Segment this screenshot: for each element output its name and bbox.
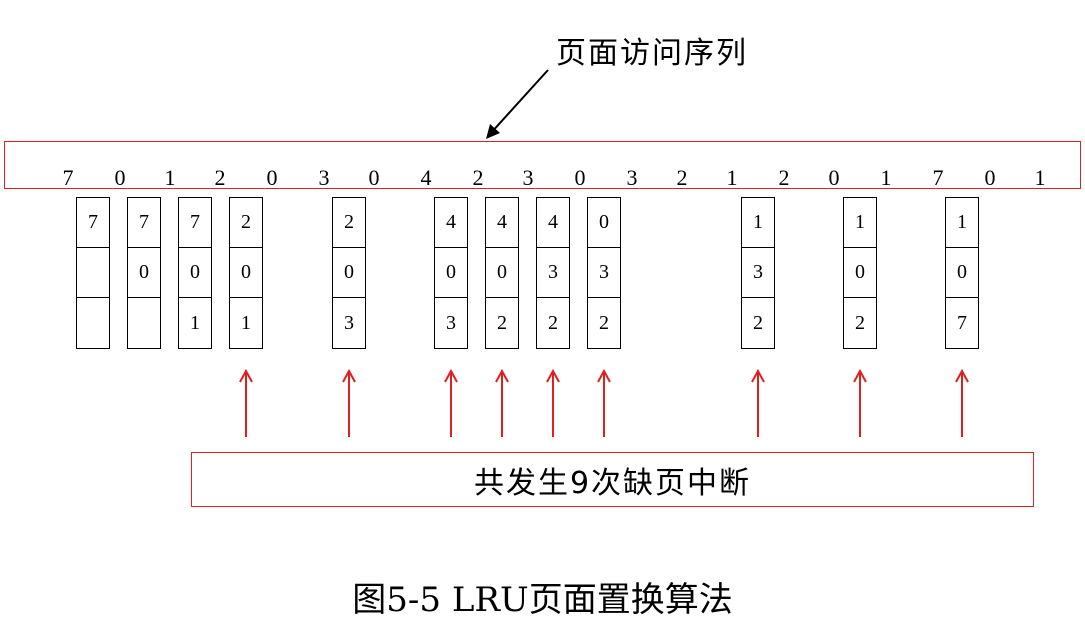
sequence-item: 0: [114, 165, 126, 190]
frame-cell: 3: [344, 311, 354, 334]
sequence-item: 1: [1034, 165, 1046, 190]
frame-cell: 4: [486, 198, 518, 248]
frame-cell: 0: [179, 248, 211, 298]
sequence-item: 2: [778, 165, 790, 190]
frame-cell: 0: [844, 248, 876, 298]
fault-arrow-icon: [597, 368, 611, 437]
frame-cell: 0: [435, 248, 467, 298]
sequence-item: 3: [318, 165, 330, 190]
fault-arrow-icon: [751, 368, 765, 437]
fault-arrow-icon: [955, 368, 969, 437]
sequence-item: 1: [164, 165, 176, 190]
sequence-label: 页面访问序列: [556, 36, 748, 71]
frame-cell: 4: [537, 198, 569, 248]
frame-cell: 2: [333, 198, 365, 248]
frame-cell: 1: [844, 198, 876, 248]
fault-arrow-icon: [495, 368, 509, 437]
frame-cell: 7: [128, 198, 160, 248]
frame-cell: 3: [537, 248, 569, 298]
fault-arrow-icon: [853, 368, 867, 437]
frame-cell: 0: [486, 248, 518, 298]
frame-cell: 3: [588, 248, 620, 298]
sequence-item: 2: [472, 165, 484, 190]
sequence-item: 1: [880, 165, 892, 190]
frame-cell: 1: [241, 311, 251, 334]
frame-cell: 2: [230, 198, 262, 248]
frame-cell: 7: [77, 198, 109, 248]
sequence-item: 7: [932, 165, 944, 190]
figure-caption: 图5-5 LRU页面置换算法: [352, 580, 733, 620]
frame-cell: 3: [742, 248, 774, 298]
frame-cell: 1: [946, 198, 978, 248]
sequence-item: 0: [984, 165, 996, 190]
frame-cell: 0: [946, 248, 978, 298]
sequence-item: 3: [626, 165, 638, 190]
fault-summary-text: 共发生9次缺页中断: [473, 465, 752, 501]
sequence-item: 1: [726, 165, 738, 190]
frame-cell: 0: [128, 248, 160, 298]
sequence-item: 0: [266, 165, 278, 190]
sequence-item: 7: [62, 165, 74, 190]
sequence-item: 0: [828, 165, 840, 190]
sequence-item: 2: [676, 165, 688, 190]
frame-cell: 2: [599, 311, 609, 334]
sequence-item: 4: [420, 165, 432, 190]
frame-cell: [77, 248, 109, 298]
frame-column: 7: [76, 197, 110, 349]
sequence-item: 2: [214, 165, 226, 190]
frame-cell: 2: [497, 311, 507, 334]
fault-arrow-icon: [444, 368, 458, 437]
frame-cell: 3: [446, 311, 456, 334]
fault-arrow-icon: [546, 368, 560, 437]
frame-cell: 4: [435, 198, 467, 248]
frame-cell: 2: [855, 311, 865, 334]
frame-cell: 1: [190, 311, 200, 334]
sequence-item: 0: [574, 165, 586, 190]
frame-cell: 2: [753, 311, 763, 334]
frame-cell: 0: [333, 248, 365, 298]
sequence-item: 0: [368, 165, 380, 190]
frame-cell: 0: [588, 198, 620, 248]
frame-cell: 1: [742, 198, 774, 248]
fault-arrow-icon: [342, 368, 356, 437]
frame-cell: 7: [957, 311, 967, 334]
sequence-item: 3: [522, 165, 534, 190]
frame-cell: 2: [548, 311, 558, 334]
frame-cell: 0: [230, 248, 262, 298]
reference-sequence-box: [4, 141, 1081, 189]
frame-cell: 7: [179, 198, 211, 248]
fault-summary-box: [191, 452, 1034, 507]
fault-arrow-icon: [239, 368, 253, 437]
